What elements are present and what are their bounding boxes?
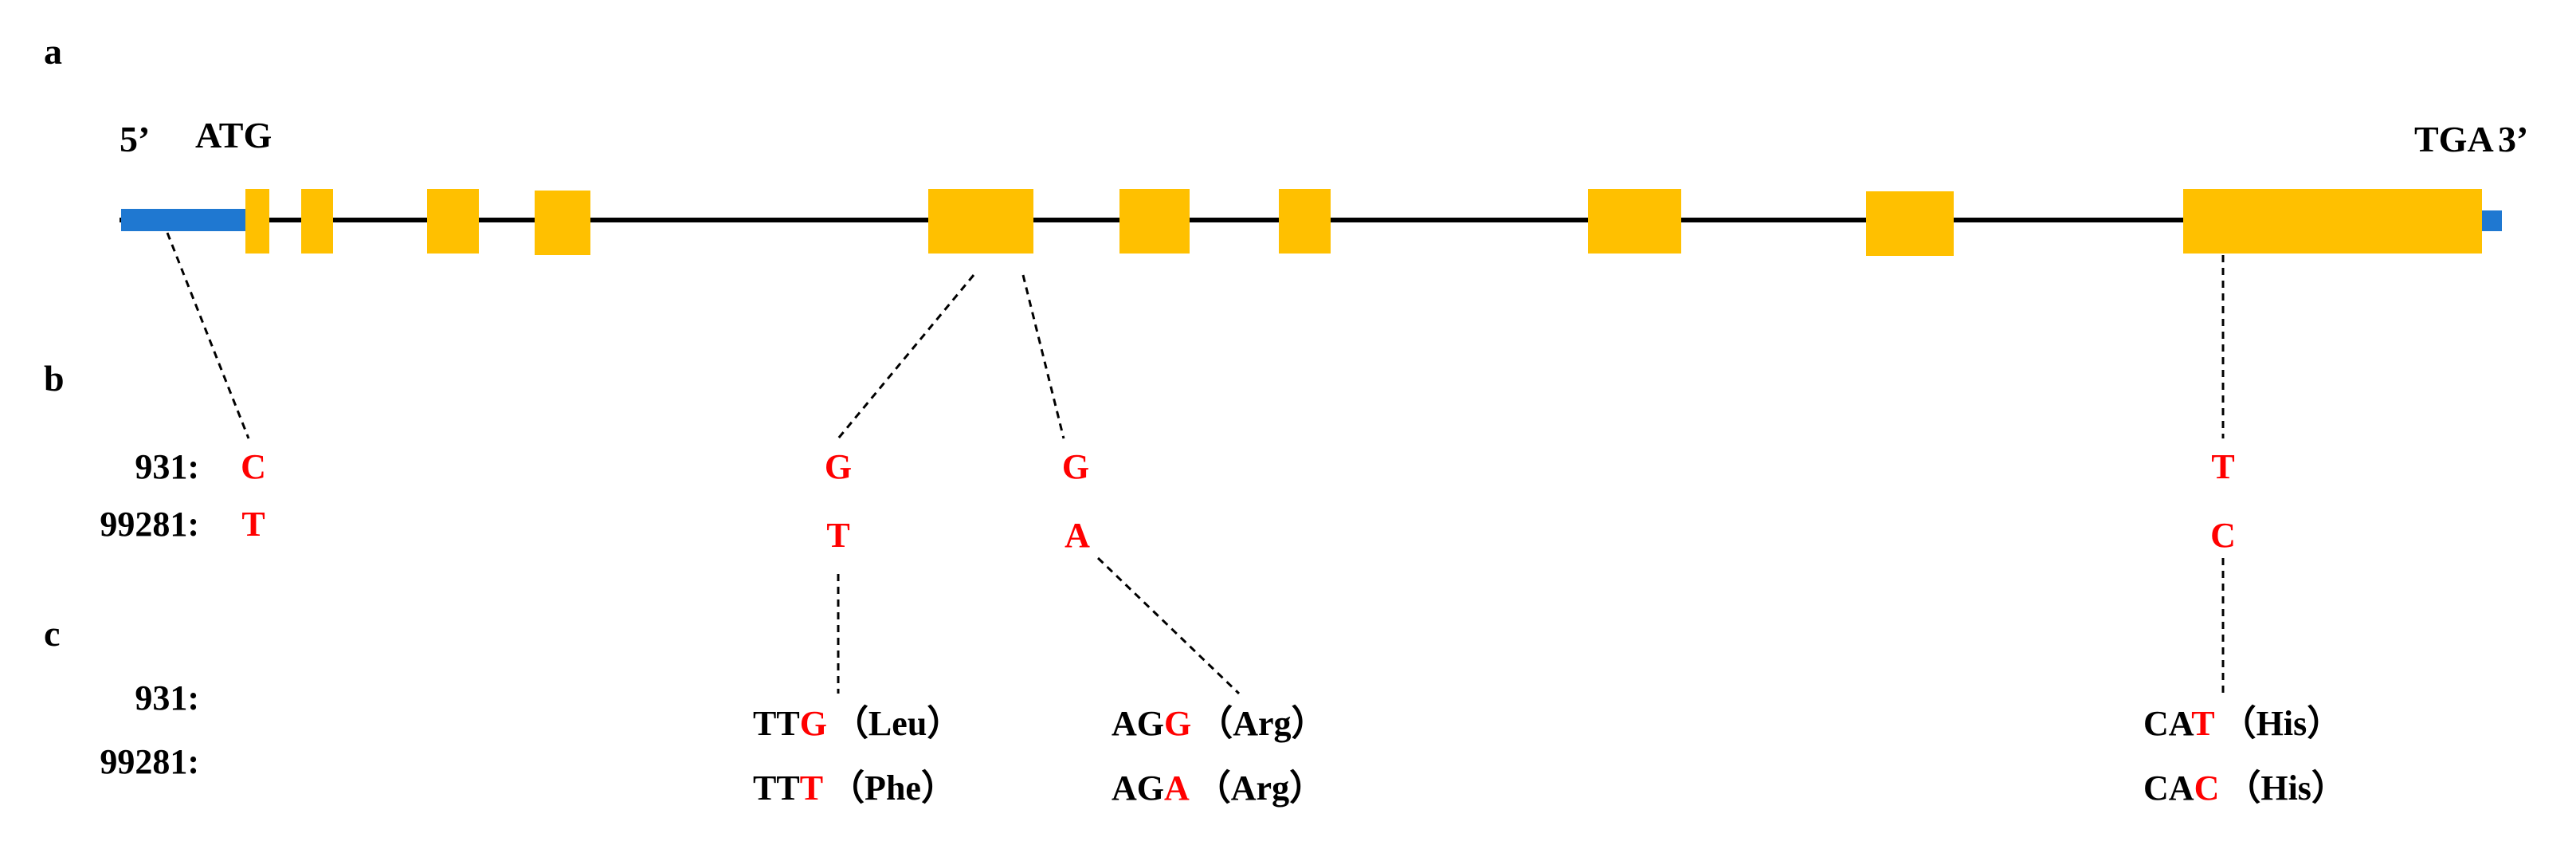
allele-label-931: 931:: [135, 447, 199, 486]
codon-99281-v2: TTT（Phe）: [753, 768, 956, 808]
exon-1: [245, 189, 269, 254]
codon-931-v4: CAT（His）: [2143, 704, 2342, 743]
codon-label-99281: 99281:: [100, 742, 199, 781]
three-prime-utr: [2482, 210, 2502, 231]
allele-99281-v2: T: [826, 516, 849, 555]
codon-931-v3: AGG（Arg）: [1112, 704, 1327, 743]
allele-99281-v3: A: [1065, 516, 1090, 555]
exon-6: [1119, 189, 1190, 254]
panel-label-b: b: [44, 358, 65, 399]
allele-931-v4: T: [2211, 447, 2234, 486]
allele-99281-v4: C: [2210, 516, 2236, 555]
codon-label-931: 931:: [135, 678, 199, 717]
panel-label-a: a: [44, 31, 62, 72]
allele-931-v2: G: [825, 447, 852, 486]
exon-9: [1866, 191, 1954, 256]
exon-8: [1588, 189, 1681, 254]
codon-99281-v3: AGA（Arg）: [1112, 768, 1324, 808]
start-codon-label: ATG: [195, 115, 272, 155]
allele-99281-v1: T: [241, 505, 265, 544]
codon-99281-v4: CAC（His）: [2143, 768, 2347, 808]
five-prime-label: 5’: [120, 119, 150, 159]
connector-v2: [837, 274, 975, 439]
codon-931-v2: TTG（Leu）: [753, 704, 962, 743]
exon-2: [301, 189, 333, 254]
three-prime-label: 3’: [2498, 119, 2528, 159]
allele-931-v3: G: [1062, 447, 1089, 486]
exon-7: [1279, 189, 1331, 254]
exon-5: [928, 189, 1033, 254]
exon-3: [427, 189, 479, 254]
allele-931-v1: C: [241, 447, 266, 486]
connector-v3: [1021, 274, 1065, 439]
stop-codon-label: TGA: [2414, 119, 2494, 159]
connector-v1: [166, 232, 250, 439]
connector-codon-v3: [1096, 556, 1241, 695]
allele-label-99281: 99281:: [100, 505, 199, 544]
exon-4: [535, 191, 590, 255]
panel-label-c: c: [44, 613, 60, 654]
five-prime-utr: [121, 209, 247, 231]
exon-10: [2183, 189, 2482, 254]
